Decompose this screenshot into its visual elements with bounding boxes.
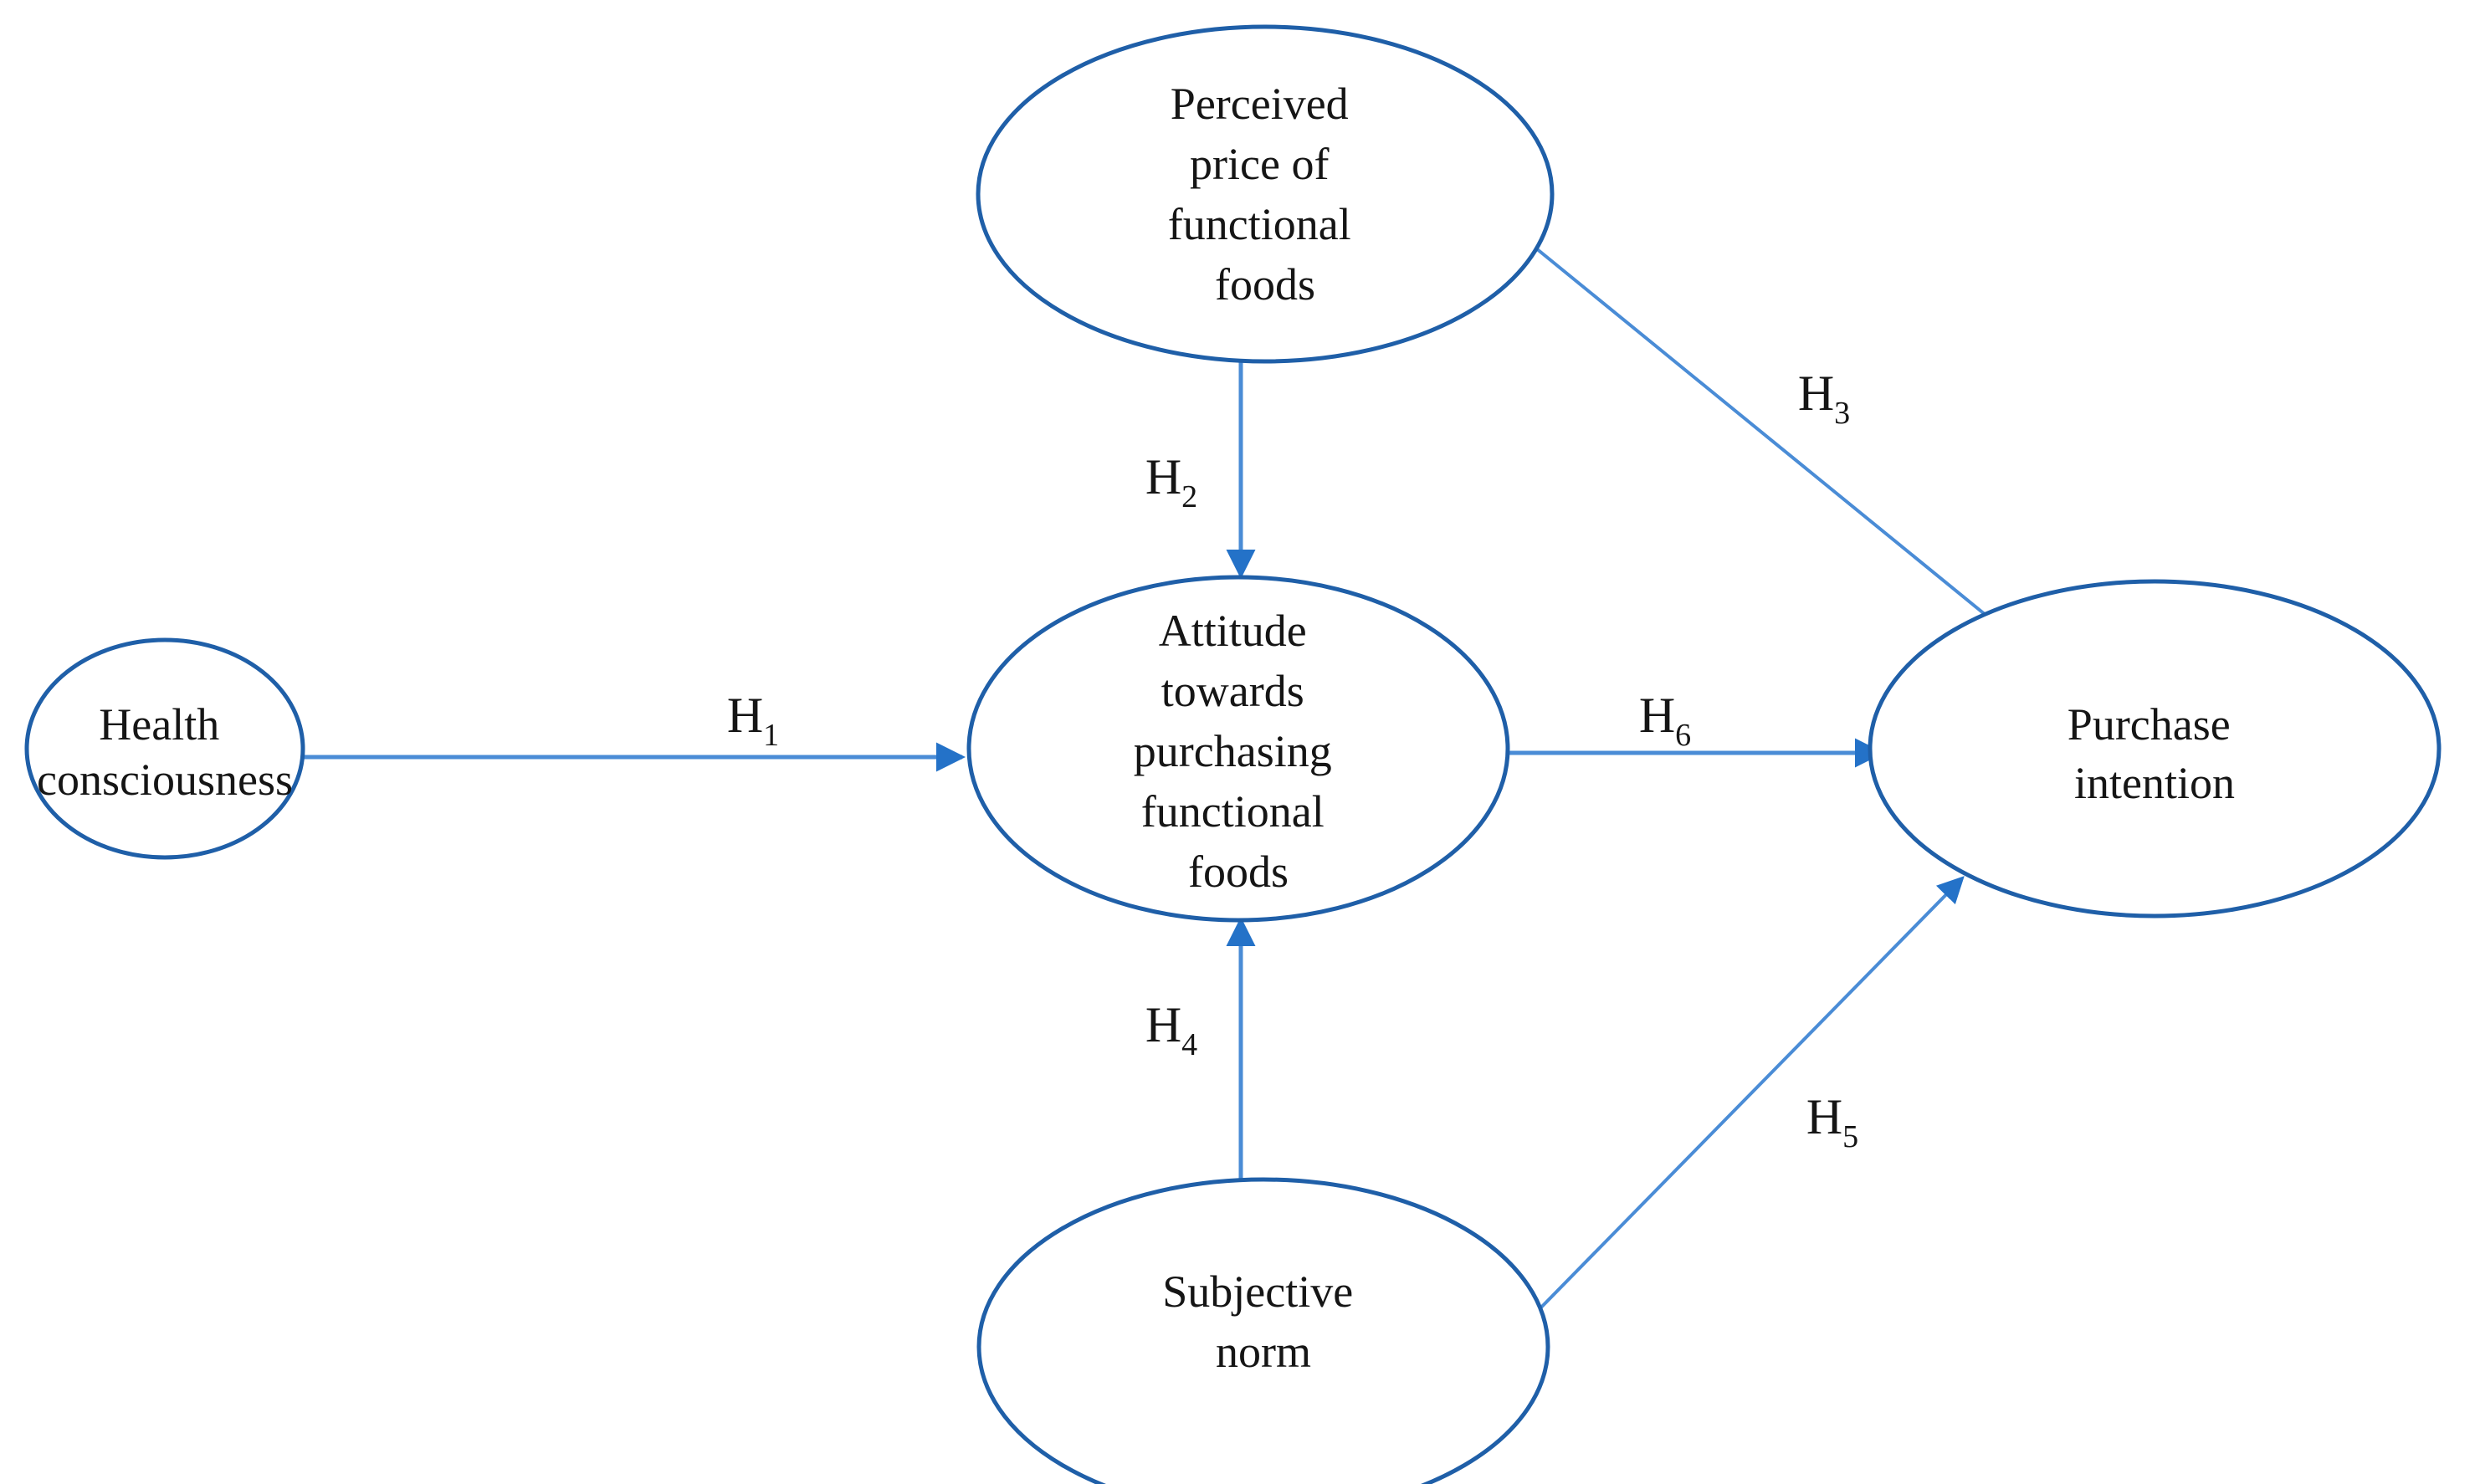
- edge-h2-label-text: H: [1145, 449, 1181, 504]
- node-attitude[interactable]: Attitude towards purchasing functional f…: [966, 575, 1510, 923]
- edge-h5-label: H5: [1806, 1089, 1858, 1154]
- node-attitude-label: Attitude towards purchasing functional f…: [1134, 606, 1343, 897]
- edge-h6: H6: [1508, 688, 1885, 768]
- edge-h1-label-sub: 1: [763, 718, 779, 753]
- edge-h1-label-text: H: [727, 688, 763, 743]
- node-attitude-line-1: Attitude: [1159, 606, 1307, 656]
- node-subjective-norm-label: Subjective norm: [1162, 1267, 1364, 1377]
- edge-h4: H4: [1145, 916, 1256, 1184]
- node-perceived-price-shape[interactable]: [976, 24, 1555, 364]
- node-perceived-price-line-3: functional: [1168, 199, 1351, 249]
- node-health-consciousness[interactable]: Health consciousness: [24, 637, 305, 860]
- node-purchase-intention[interactable]: Purchase intention: [1868, 579, 2442, 919]
- node-subjective-norm[interactable]: Subjective norm: [976, 1177, 1550, 1484]
- edge-h5-line: [1530, 876, 1965, 1319]
- edge-h6-label-sub: 6: [1675, 718, 1691, 753]
- node-purchase-intention-line-1: Purchase: [2068, 699, 2231, 750]
- edge-h1-label: H1: [727, 688, 779, 753]
- node-attitude-shape[interactable]: [966, 575, 1510, 923]
- edge-h3-label-text: H: [1798, 366, 1834, 421]
- node-health-consciousness-line-1: Health: [99, 699, 219, 750]
- edge-h6-label: H6: [1639, 688, 1691, 753]
- node-perceived-price[interactable]: Perceived price of functional foods: [976, 24, 1555, 364]
- edge-h6-label-text: H: [1639, 688, 1675, 743]
- node-health-consciousness-shape[interactable]: [24, 637, 305, 860]
- node-perceived-price-line-2: price of: [1190, 139, 1329, 189]
- edge-h2: H2: [1145, 361, 1256, 580]
- node-health-consciousness-line-2: consciousness: [37, 755, 293, 805]
- node-attitude-line-4: functional: [1141, 786, 1325, 837]
- edge-h5: H5: [1530, 876, 1965, 1319]
- edge-h3: H3: [1525, 239, 2011, 636]
- node-purchase-intention-line-2: intention: [2074, 758, 2235, 808]
- node-attitude-line-2: towards: [1161, 666, 1304, 716]
- edge-h4-label: H4: [1145, 997, 1197, 1062]
- edge-h3-label-sub: 3: [1834, 396, 1850, 431]
- edge-h3-label: H3: [1798, 366, 1850, 431]
- node-attitude-line-3: purchasing: [1134, 726, 1332, 776]
- edge-h4-label-sub: 4: [1181, 1027, 1197, 1062]
- node-subjective-norm-shape[interactable]: [976, 1177, 1550, 1484]
- node-perceived-price-line-4: foods: [1215, 259, 1315, 310]
- edge-h5-label-text: H: [1806, 1089, 1842, 1144]
- node-subjective-norm-line-1: Subjective: [1162, 1267, 1353, 1317]
- edge-h5-label-sub: 5: [1842, 1119, 1858, 1154]
- node-attitude-line-5: foods: [1188, 847, 1289, 897]
- edge-h1: H1: [304, 688, 966, 772]
- edge-h2-label: H2: [1145, 449, 1197, 514]
- node-purchase-intention-shape[interactable]: [1868, 579, 2442, 919]
- node-perceived-price-label: Perceived price of functional foods: [1168, 79, 1362, 310]
- edge-h3-line: [1525, 239, 2011, 636]
- edge-h4-label-text: H: [1145, 997, 1181, 1052]
- node-health-consciousness-label: Health consciousness: [37, 699, 293, 805]
- node-subjective-norm-line-2: norm: [1216, 1327, 1311, 1377]
- node-purchase-intention-label: Purchase intention: [2068, 699, 2242, 808]
- node-perceived-price-line-1: Perceived: [1171, 79, 1349, 129]
- edge-h2-label-sub: 2: [1181, 479, 1197, 514]
